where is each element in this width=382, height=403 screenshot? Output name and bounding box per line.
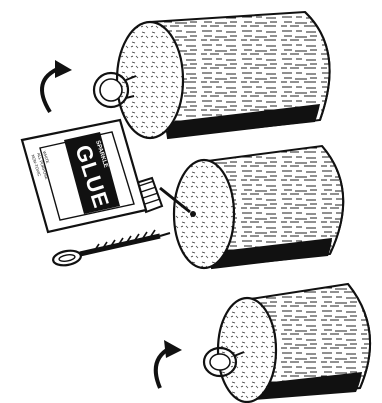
rotate-arrow-icon (153, 340, 182, 389)
screw-eye-icon (92, 71, 137, 109)
glue-bottle-icon: SPARKLE GLUE WHITE ALL PURPOSE NON-TOXIC (20, 118, 191, 234)
wood-log-icon (115, 10, 331, 140)
rotate-arrow-icon (40, 60, 72, 114)
screw-eye-icon (52, 229, 171, 267)
svg-text:NON-TOXIC: NON-TOXIC (30, 154, 42, 177)
wood-log-icon (216, 282, 371, 403)
wood-log-icon (172, 144, 345, 270)
glue-side-text: WHITE ALL PURPOSE NON-TOXIC (30, 150, 51, 180)
svg-text:WHITE: WHITE (42, 150, 51, 164)
screw-eye-icon (202, 346, 245, 378)
